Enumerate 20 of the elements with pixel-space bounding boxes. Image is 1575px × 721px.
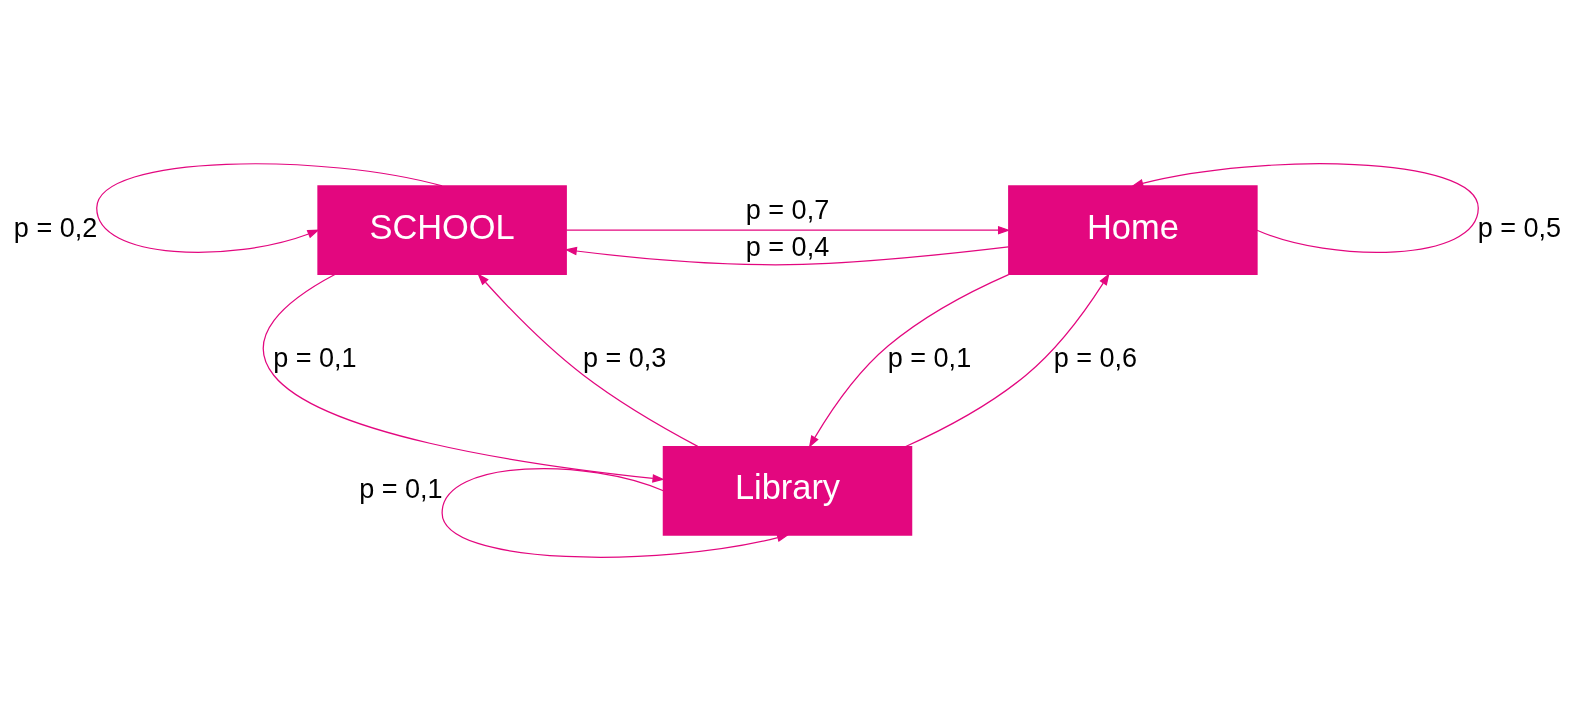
edge-label: p = 0,4	[745, 231, 830, 262]
arrow	[905, 272, 1110, 448]
arrow	[477, 273, 699, 447]
edge-label: p = 0,3	[582, 343, 667, 374]
edge-label: p = 0,1	[887, 343, 972, 374]
edge-label: p = 0,1	[359, 473, 443, 504]
edge-label: p = 0,1	[273, 343, 357, 374]
edge-label: p = 0,7	[745, 194, 830, 225]
edge-label: p = 0,6	[1053, 343, 1138, 374]
edge-label: p = 0,5	[1477, 213, 1562, 244]
arrow	[808, 273, 1010, 448]
node-box: SCHOOL	[317, 185, 567, 276]
arrow	[262, 273, 665, 483]
node-box: Library	[662, 445, 913, 536]
edge-label: p = 0,2	[13, 213, 98, 244]
arrow	[564, 246, 1010, 266]
arrow	[1131, 163, 1479, 253]
node-box: Home	[1008, 185, 1258, 276]
arrow	[565, 225, 1011, 235]
arrow	[441, 468, 790, 558]
